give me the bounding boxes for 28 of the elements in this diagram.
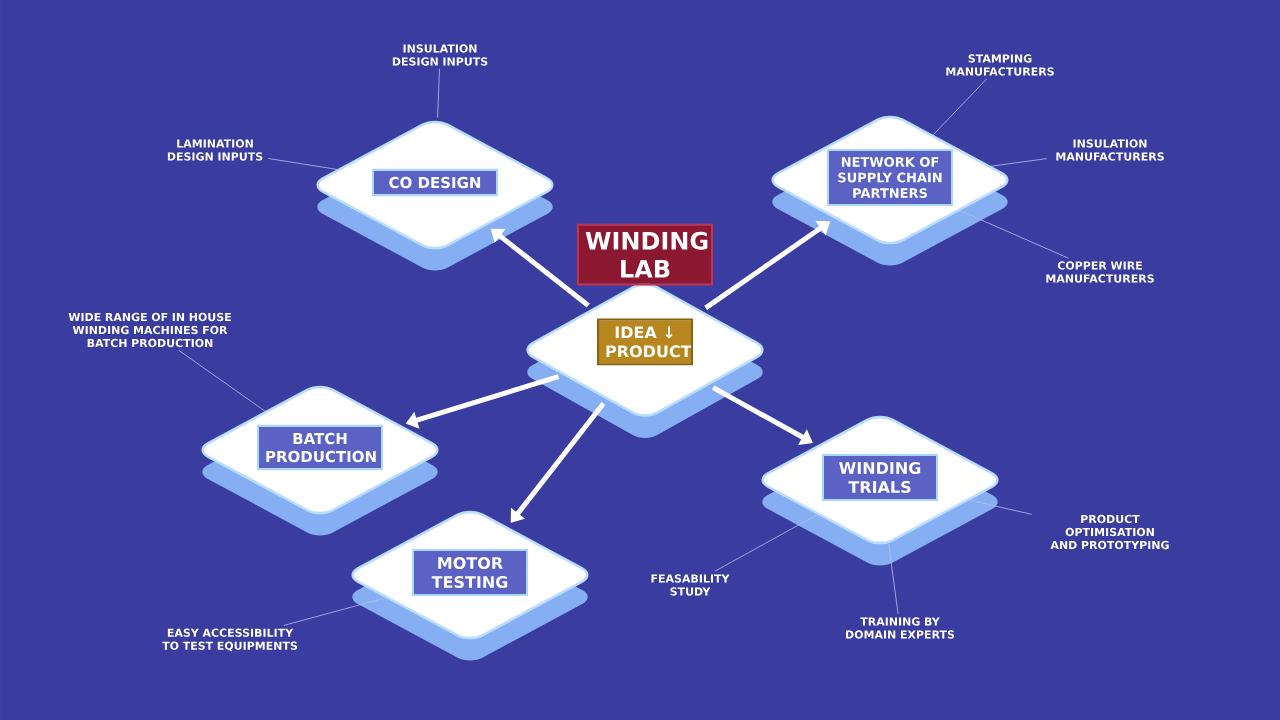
callout-text: INSULATION MANUFACTURERS (1056, 139, 1164, 161)
arrow (510, 401, 606, 523)
leader-line (437, 68, 440, 119)
platform: BATCH PRODUCTION (201, 385, 439, 536)
leader-line (283, 597, 387, 626)
callout-text: STAMPING MANUFACTURERS (946, 54, 1054, 76)
callout-text: EASY ACCESSIBILITY TO TEST EQUIPMENTS (162, 628, 297, 652)
arrow (711, 385, 813, 445)
callout-text: TRAINING BY DOMAIN EXPERTS (846, 617, 955, 639)
callout-text: PRODUCT OPTIMISATION AND PROTOTYPING (1050, 514, 1169, 550)
leader-line (968, 499, 1033, 515)
callout-text: COPPER WIRE MANUFACTURERS (1046, 261, 1154, 283)
callout-text: FEASABILITY STUDY (651, 574, 730, 596)
platform: NETWORK OF SUPPLY CHAIN PARTNERS (771, 115, 1009, 266)
node-label: WINDING LAB (585, 231, 708, 278)
callout-text: WIDE RANGE OF IN HOUSE WINDING MACHINES FOR BATCH PRODUCTION (68, 312, 231, 348)
leader-line (714, 514, 818, 572)
callout-text: LAMINATION DESIGN INPUTS (167, 139, 263, 161)
leader-line (990, 158, 1048, 167)
leader-line (959, 210, 1069, 259)
platform: WINDING TRIALS (761, 415, 999, 566)
platform: CO DESIGN (316, 120, 554, 271)
leader-line (267, 158, 338, 170)
platform: MOTOR TESTING (351, 510, 589, 661)
leader-line (178, 349, 266, 412)
leader-line (888, 543, 899, 615)
callout-text: INSULATION DESIGN INPUTS (392, 44, 488, 66)
platform: WINDING LAB IDEA ↓ PRODUCT (526, 223, 764, 438)
